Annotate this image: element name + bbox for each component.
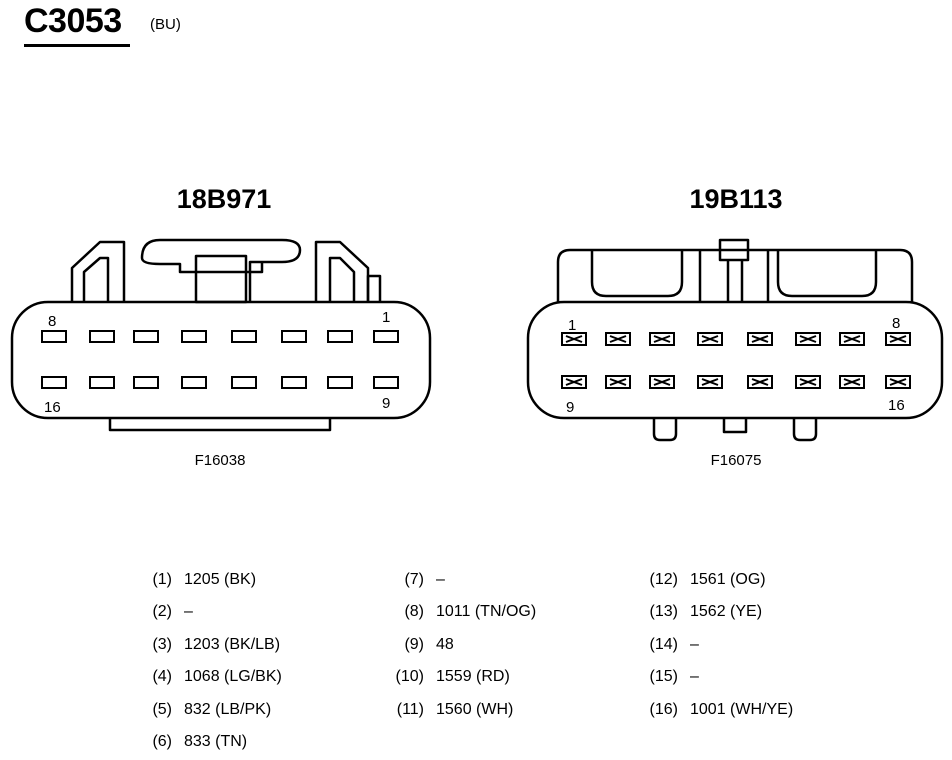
left-label-top-right: 1 bbox=[382, 309, 390, 326]
pin-circuit: 1205 (BK) bbox=[184, 571, 257, 588]
title-underline bbox=[24, 44, 130, 47]
right-drawing-id: F16075 bbox=[710, 452, 762, 469]
left-connector-face bbox=[10, 238, 432, 432]
left-connector-cavities bbox=[41, 330, 399, 389]
pin-number: (9) bbox=[404, 636, 424, 653]
left-label-bottom-left: 16 bbox=[44, 399, 61, 416]
pin-circuit: 1560 (WH) bbox=[436, 701, 514, 718]
left-drawing-id: F16038 bbox=[194, 452, 246, 469]
pin-number: (4) bbox=[152, 668, 172, 685]
pin-circuit: 1559 (RD) bbox=[436, 668, 510, 685]
pin-circuit: 1011 (TN/OG) bbox=[436, 603, 537, 620]
pin-number: (14) bbox=[649, 636, 678, 653]
right-cavity-row-bottom bbox=[561, 375, 911, 389]
right-cavity-row-top bbox=[561, 332, 911, 346]
pin-number: (12) bbox=[649, 571, 678, 588]
pin-circuit: 832 (LB/PK) bbox=[184, 701, 272, 718]
pin-number: (2) bbox=[152, 603, 172, 620]
pin-circuit: – bbox=[184, 603, 193, 620]
pin-number: (1) bbox=[152, 571, 172, 588]
left-label-bottom-right: 9 bbox=[382, 395, 390, 412]
pin-circuit: – bbox=[690, 668, 699, 685]
right-connector-cavities bbox=[561, 332, 911, 389]
pin-circuit: 1203 (BK/LB) bbox=[184, 636, 281, 653]
right-connector-face bbox=[526, 238, 944, 442]
left-part-number: 18B971 bbox=[176, 184, 272, 214]
pin-circuit: 1561 (OG) bbox=[690, 571, 766, 588]
left-label-top-left: 8 bbox=[48, 313, 56, 330]
pin-number: (10) bbox=[395, 668, 424, 685]
right-label-bottom-right: 16 bbox=[888, 397, 905, 414]
pin-number: (7) bbox=[404, 571, 424, 588]
pin-circuit: 1562 (YE) bbox=[690, 603, 763, 620]
connector-drawings: 8 1 16 9 1 8 9 16 bbox=[10, 238, 944, 442]
connector-id: C3053 bbox=[24, 2, 122, 40]
right-part-number: 19B113 bbox=[689, 184, 783, 214]
pin-number: (3) bbox=[152, 636, 172, 653]
pin-circuit: 1001 (WH/YE) bbox=[690, 701, 794, 718]
pin-number: (16) bbox=[649, 701, 678, 718]
pin-number: (13) bbox=[649, 603, 678, 620]
pin-number: (5) bbox=[152, 701, 172, 718]
pin-number: (11) bbox=[396, 701, 424, 718]
pin-circuit: – bbox=[690, 636, 699, 653]
pin-circuit: 833 (TN) bbox=[184, 733, 248, 750]
right-label-bottom-left: 9 bbox=[566, 399, 574, 416]
pin-number: (6) bbox=[152, 733, 172, 750]
pin-circuit: 1068 (LG/BK) bbox=[184, 668, 282, 685]
pin-number: (15) bbox=[649, 668, 678, 685]
right-label-top-right: 8 bbox=[892, 315, 900, 332]
pin-circuit: – bbox=[436, 571, 445, 588]
right-label-top-left: 1 bbox=[568, 317, 576, 334]
color-code: (BU) bbox=[150, 16, 181, 33]
pin-circuit: 48 bbox=[436, 636, 454, 653]
pin-number: (8) bbox=[404, 603, 424, 620]
